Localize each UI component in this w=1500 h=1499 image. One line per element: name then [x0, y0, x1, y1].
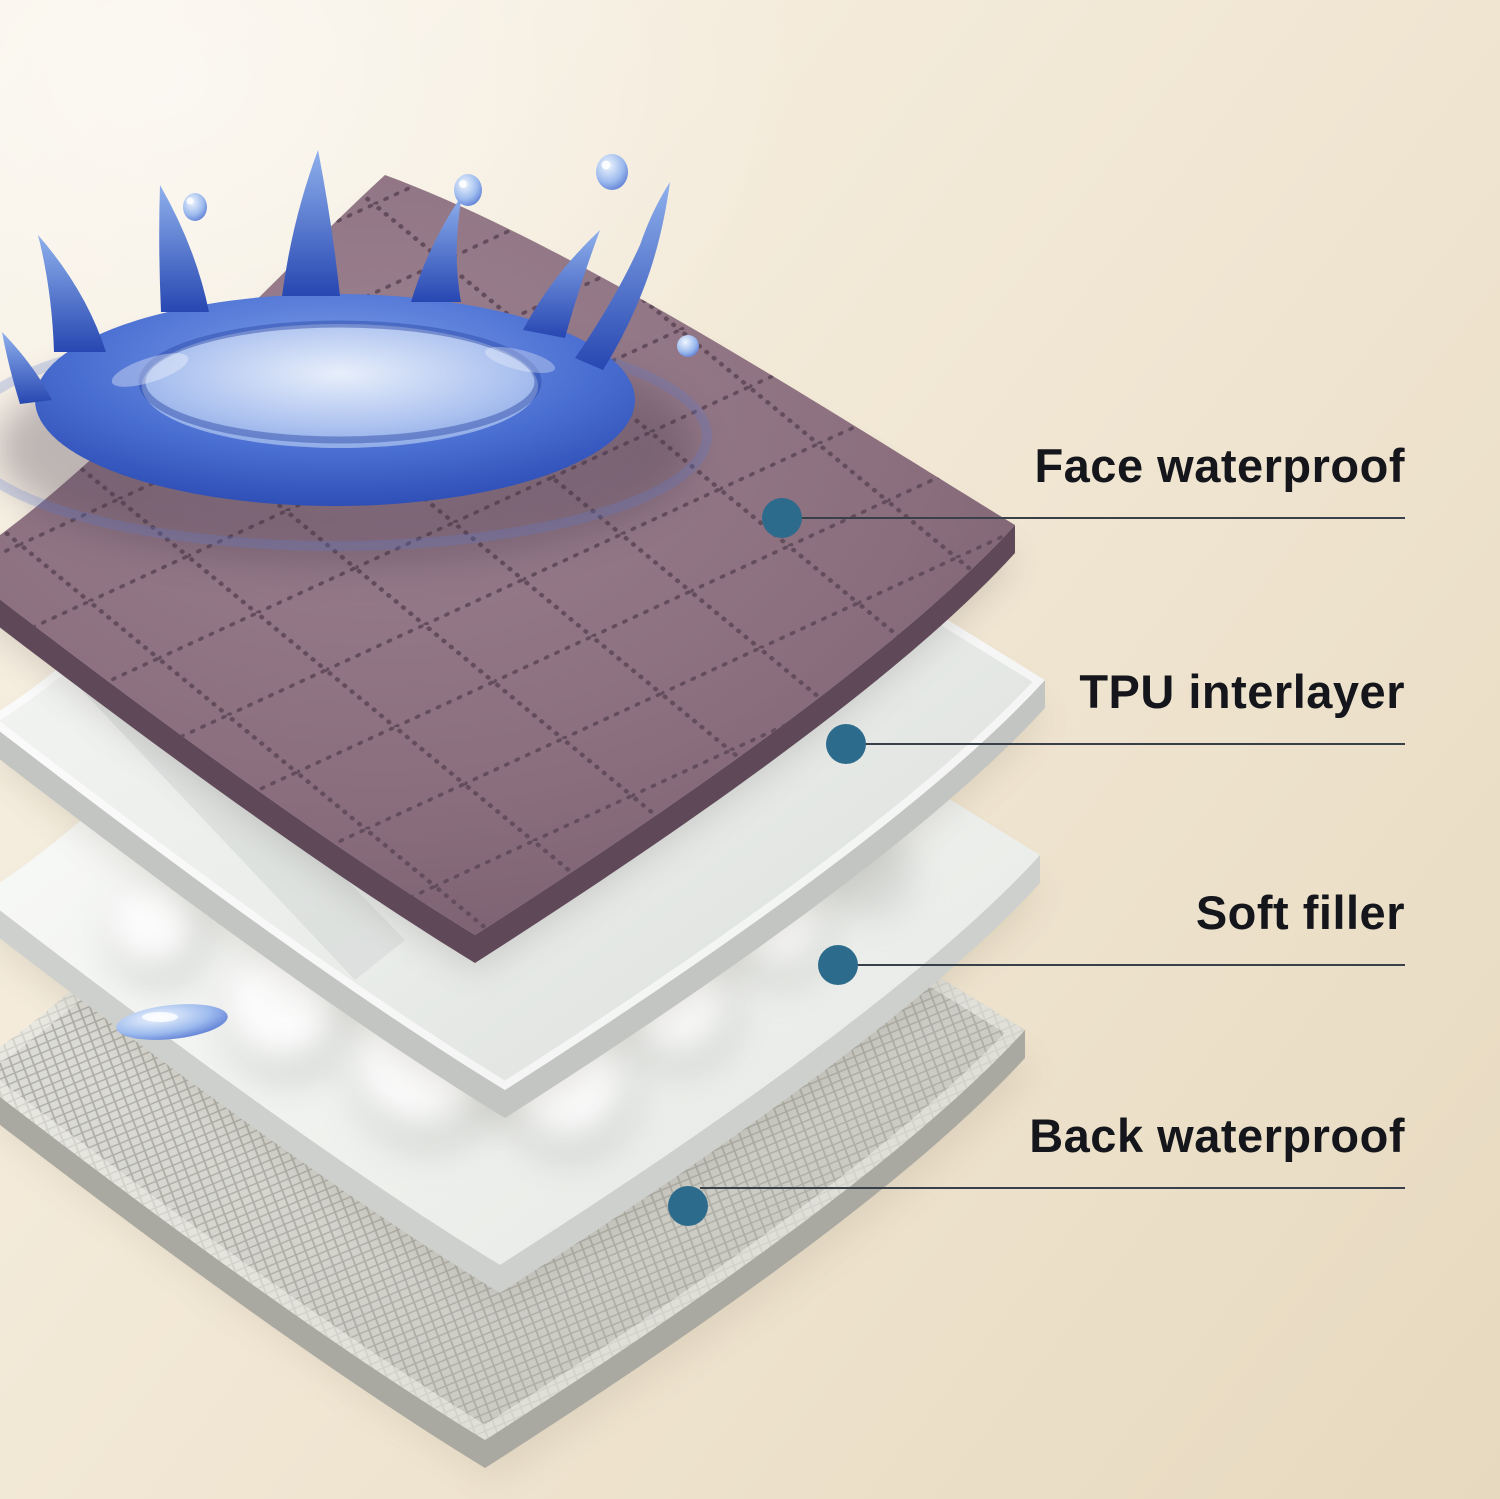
callout-label-back-waterproof: Back waterproof	[1029, 1109, 1405, 1162]
callout-label-face-waterproof: Face waterproof	[1034, 439, 1405, 492]
callout-back-waterproof: Back waterproof	[668, 1109, 1405, 1226]
callout-dot-back-waterproof	[668, 1186, 708, 1226]
callout-label-soft-filler: Soft filler	[1195, 886, 1405, 939]
water-splash	[0, 150, 712, 566]
splash-crown-spikes	[2, 150, 670, 404]
callout-soft-filler: Soft filler	[818, 886, 1405, 985]
callout-face-waterproof: Face waterproof	[762, 439, 1405, 538]
callout-tpu-interlayer: TPU interlayer	[826, 665, 1405, 764]
callout-dot-face-waterproof	[762, 498, 802, 538]
callout-dot-tpu-interlayer	[826, 724, 866, 764]
callout-dot-soft-filler	[818, 945, 858, 985]
callout-label-tpu-interlayer: TPU interlayer	[1079, 665, 1405, 718]
